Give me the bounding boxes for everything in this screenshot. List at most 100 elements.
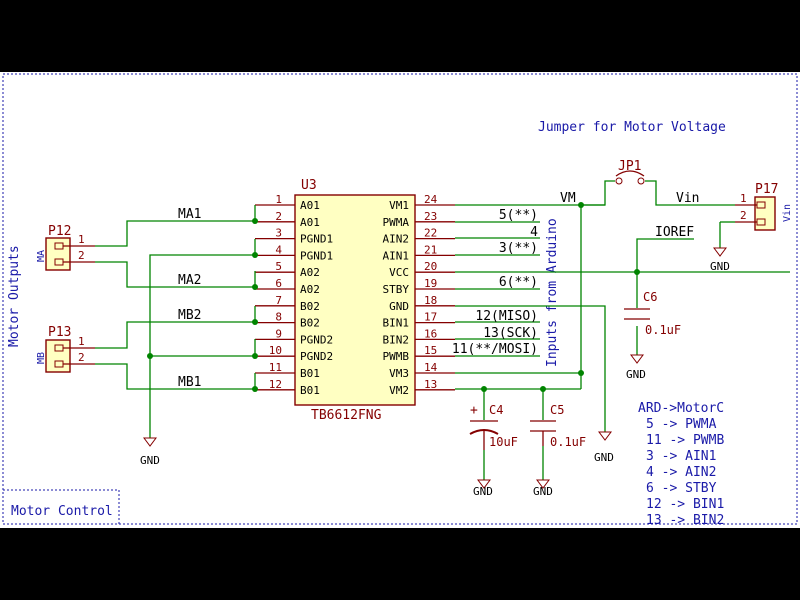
cap-polarity: + [470, 403, 478, 418]
jumper-jp1: JP1 [615, 159, 645, 185]
connector-p13: P13 MB 1 2 [36, 325, 95, 373]
pin-name: PWMB [383, 350, 410, 363]
pin-number: 22 [424, 227, 437, 240]
cap-value: 10uF [489, 435, 518, 449]
mapping-row: 3 -> AIN1 [646, 449, 716, 464]
gnd-label: GND [473, 485, 493, 498]
connector-p12: P12 MA 1 2 [36, 224, 95, 271]
pin-name: B01 [300, 384, 320, 397]
pin-number: 2 [275, 210, 282, 223]
wires [95, 180, 790, 480]
pin-number: 23 [424, 210, 437, 223]
wire-ioref [636, 238, 694, 308]
pin-number: 1 [275, 193, 282, 206]
pin-number: 16 [424, 327, 437, 340]
pin-number: 15 [424, 344, 437, 357]
pin-name: PWMA [383, 216, 410, 229]
pin-name: AIN2 [383, 233, 410, 246]
gnd-symbol: GND [626, 354, 646, 381]
pin-number: 17 [424, 311, 437, 324]
gnd-icon [536, 479, 550, 489]
mapping-row: 4 -> AIN2 [646, 465, 716, 480]
pin-number: 10 [269, 344, 282, 357]
pin-name: PGND1 [300, 249, 333, 262]
gnd-icon [598, 431, 612, 441]
net-label-vin: Vin [676, 191, 699, 206]
pin-number: 1 [740, 192, 747, 205]
wire-mb2 [95, 321, 255, 349]
pin-name: B02 [300, 300, 320, 313]
gnd-label: GND [710, 260, 730, 273]
pin-number: 5 [275, 260, 282, 273]
cap-ref: C5 [550, 403, 564, 417]
gnd-label: GND [626, 368, 646, 381]
mapping-row: 5 -> PWMA [646, 417, 717, 432]
gnd-icon [713, 247, 727, 257]
schematic-canvas: Motor Control Motor Outputs Inputs from … [2, 73, 798, 528]
connector-ref: P17 [755, 182, 778, 197]
wire-jp1-left [581, 180, 615, 206]
arduino-label-ain2: 4 [530, 225, 538, 240]
pin-name: BIN2 [383, 333, 410, 346]
junction [252, 218, 258, 224]
arduino-label-bin1: 12(MISO) [475, 309, 538, 324]
wire-mb1 [95, 363, 255, 390]
pin-name: PGND2 [300, 333, 333, 346]
gnd-icon [143, 437, 157, 447]
ic-value: TB6612FNG [311, 408, 382, 423]
gnd-symbol: GND [710, 247, 730, 273]
connector-ref: P13 [48, 325, 71, 340]
pin-name: A01 [300, 216, 320, 229]
pin-number: 2 [78, 351, 85, 364]
jumper-arc [615, 170, 645, 177]
gnd-label: GND [594, 451, 614, 464]
net-label-ma2: MA2 [178, 273, 201, 288]
pin-number: 1 [78, 335, 85, 348]
junction [252, 353, 258, 359]
gnd-icon [477, 479, 491, 489]
pin-name: VCC [389, 266, 409, 279]
pin-number: 2 [78, 249, 85, 262]
junction [578, 202, 584, 208]
wire-gnd [455, 305, 606, 432]
pin-number: 18 [424, 294, 437, 307]
gnd-icon [630, 354, 644, 364]
pin-name: BIN1 [383, 317, 410, 330]
ic-ref: U3 [301, 178, 317, 193]
gnd-label: GND [140, 454, 160, 467]
pin-name: B02 [300, 317, 320, 330]
mapping-row: 12 -> BIN1 [646, 497, 724, 512]
connector-value: Vin [782, 204, 793, 222]
sheet-border [2, 73, 798, 525]
capacitor-c6: C6 0.1uF [624, 290, 681, 337]
pin-number: 24 [424, 193, 438, 206]
pin-number: 4 [275, 243, 282, 256]
motor-outputs-label: Motor Outputs [7, 245, 22, 347]
arduino-label-stby: 6(**) [499, 275, 538, 290]
gnd-symbol: GND [473, 479, 493, 498]
arduino-label-bin2: 13(SCK) [483, 326, 538, 341]
pin-name: B01 [300, 367, 320, 380]
junction [147, 353, 153, 359]
cap-ref: C6 [643, 290, 657, 304]
cap-ref: C4 [489, 403, 503, 417]
connector-p17: P17 Vin 1 2 [735, 182, 793, 231]
cap-value: 0.1uF [550, 435, 586, 449]
wire-ma2 [95, 261, 255, 288]
junction [578, 370, 584, 376]
pin-number: 9 [275, 327, 282, 340]
junction [252, 319, 258, 325]
pin-number: 13 [424, 378, 437, 391]
pin-number: 2 [740, 209, 747, 222]
cap-value: 0.1uF [645, 323, 681, 337]
mapping-row: 6 -> STBY [646, 481, 717, 496]
pin-name: VM3 [389, 367, 409, 380]
wire-pgnd1 [149, 254, 255, 438]
connector-body [754, 196, 776, 231]
pin-name: A02 [300, 283, 320, 296]
inputs-from-arduino-label: Inputs from Arduino [545, 218, 560, 367]
gnd-symbol: GND [533, 479, 553, 498]
